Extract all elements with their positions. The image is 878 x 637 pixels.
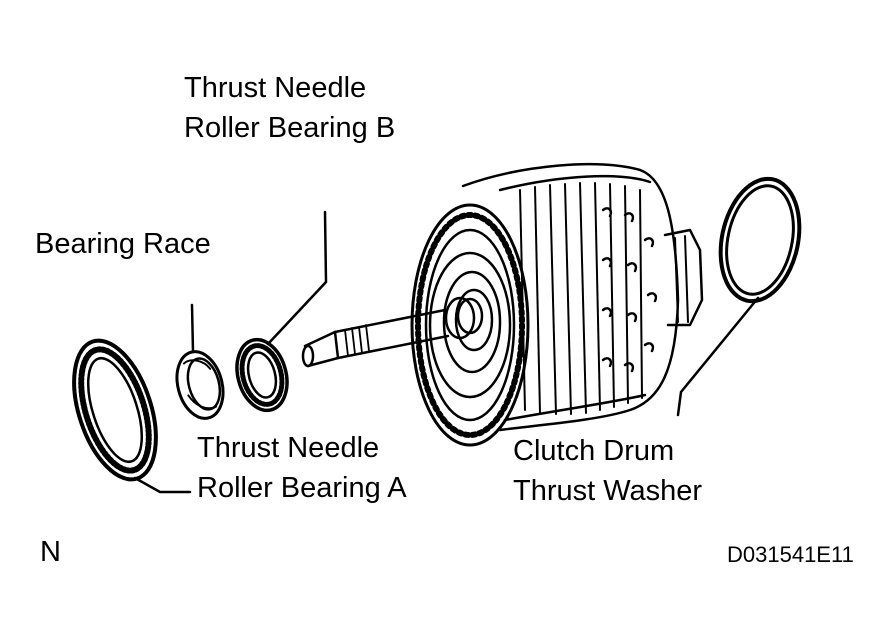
label-bearing-a-line1: Thrust Needle	[197, 432, 380, 464]
label-bearing-b-line1: Thrust Needle	[184, 72, 367, 104]
leader-bearing-a	[133, 476, 192, 494]
label-thrust-needle-roller-bearing-b: Thrust Needle Roller Bearing B	[184, 68, 395, 148]
figure-code: D031541E11	[727, 542, 854, 567]
clutch-drum-assembly	[410, 162, 704, 447]
leader-washer	[676, 296, 760, 417]
label-bearing-b-line2: Roller Bearing B	[184, 112, 396, 144]
clutch-drum-thrust-washer	[718, 176, 802, 304]
leader-lines	[133, 210, 760, 494]
label-bearing-a-line2: Roller Bearing A	[197, 472, 407, 504]
input-shaft	[301, 296, 484, 368]
leader-bearing-b	[266, 210, 328, 346]
thrust-needle-roller-bearing-a	[72, 338, 158, 482]
label-bearing-race: Bearing Race	[35, 228, 211, 260]
bearing-race	[175, 350, 225, 420]
label-washer-line2: Thrust Washer	[513, 475, 703, 507]
thrust-needle-roller-bearing-b	[235, 337, 289, 413]
label-washer-line1: Clutch Drum	[513, 435, 675, 467]
leader-bearing-race	[190, 303, 195, 354]
label-clutch-drum-thrust-washer: Clutch Drum Thrust Washer	[513, 431, 702, 511]
corner-letter: N	[40, 536, 61, 568]
label-thrust-needle-roller-bearing-a: Thrust Needle Roller Bearing A	[197, 428, 407, 508]
